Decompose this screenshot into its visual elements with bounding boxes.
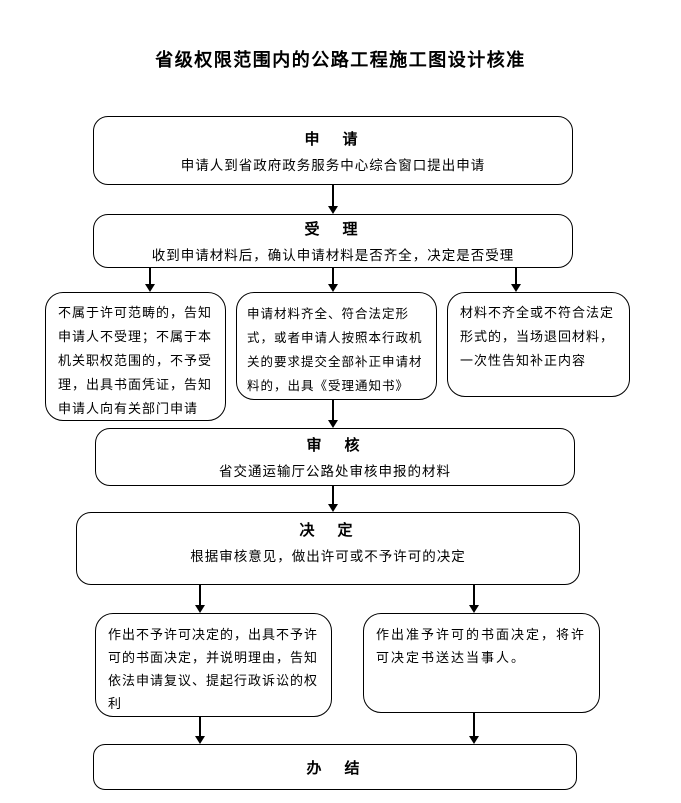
node-finish: 办 结 [93, 744, 577, 790]
node-deny-result-body: 作出不予许可决定的，出具不予许可的书面决定，并说明理由，告知依法申请复议、提起行… [108, 628, 319, 712]
connector-line [199, 585, 201, 605]
connector-accept-return [510, 267, 522, 292]
arrow-down-icon [328, 504, 338, 512]
node-decide: 决 定 根据审核意见，做出许可或不予许可的决定 [76, 512, 580, 585]
connector-line [332, 185, 334, 206]
connector-line [332, 267, 334, 284]
connector-accept-notice [327, 267, 339, 292]
connector-line [149, 267, 151, 284]
connector-line [473, 713, 475, 736]
arrow-down-icon [511, 284, 521, 292]
connector-line [332, 486, 334, 504]
node-apply-heading: 申 请 [304, 129, 362, 148]
node-review-heading: 审 核 [306, 436, 364, 454]
connector-line [332, 400, 334, 420]
arrow-down-icon [469, 605, 479, 613]
node-grant-result-body: 作出准予许可的书面决定，将许可决定书送达当事人。 [376, 628, 587, 666]
node-return-materials: 材料不齐全或不符合法定形式的，当场退回材料，一次性告知补正内容 [447, 292, 630, 397]
connector-deny-finish [194, 717, 206, 744]
node-accept: 受 理 收到申请材料后，确认申请材料是否齐全，决定是否受理 [93, 214, 573, 268]
connector-line [199, 717, 201, 736]
connector-accept-reject [144, 267, 156, 292]
node-decide-body: 根据审核意见，做出许可或不予许可的决定 [190, 548, 466, 565]
connector-apply-accept [327, 185, 339, 214]
node-apply-body: 申请人到省政府政务服务中心综合窗口提出申请 [180, 157, 486, 174]
node-accept-notice: 申请材料齐全、符合法定形式，或者申请人按照本行政机关的要求提交全部补正申请材料的… [236, 292, 437, 400]
node-accept-notice-body: 申请材料齐全、符合法定形式，或者申请人按照本行政机关的要求提交全部补正申请材料的… [247, 306, 423, 393]
arrow-down-icon [469, 736, 479, 744]
connector-decide-grant [468, 585, 480, 613]
node-apply: 申 请 申请人到省政府政务服务中心综合窗口提出申请 [93, 116, 573, 185]
arrow-down-icon [145, 284, 155, 292]
arrow-down-icon [195, 736, 205, 744]
node-review: 审 核 省交通运输厅公路处审核申报的材料 [95, 428, 575, 486]
node-finish-heading: 办 结 [306, 758, 364, 777]
node-accept-body: 收到申请材料后，确认申请材料是否齐全，决定是否受理 [151, 248, 515, 264]
arrow-down-icon [195, 605, 205, 613]
arrow-down-icon [328, 420, 338, 428]
connector-decide-deny [194, 585, 206, 613]
connector-grant-finish [468, 713, 480, 744]
node-reject-notice: 不属于许可范畴的，告知申请人不受理；不属于本机关职权范围的，不予受理，出具书面凭… [45, 292, 226, 421]
node-deny-result: 作出不予许可决定的，出具不予许可的书面决定，并说明理由，告知依法申请复议、提起行… [95, 613, 332, 717]
connector-notice-review [327, 400, 339, 428]
node-accept-heading: 受 理 [304, 220, 362, 238]
page-title: 省级权限范围内的公路工程施工图设计核准 [155, 50, 526, 71]
node-reject-notice-body: 不属于许可范畴的，告知申请人不受理；不属于本机关职权范围的，不予受理，出具书面凭… [58, 306, 213, 417]
connector-line [515, 267, 517, 284]
node-grant-result: 作出准予许可的书面决定，将许可决定书送达当事人。 [363, 613, 600, 713]
node-return-materials-body: 材料不齐全或不符合法定形式的，当场退回材料，一次性告知补正内容 [460, 306, 615, 369]
node-decide-heading: 决 定 [299, 520, 357, 539]
connector-review-decide [327, 486, 339, 512]
arrow-down-icon [328, 206, 338, 214]
arrow-down-icon [328, 284, 338, 292]
connector-line [473, 585, 475, 605]
node-review-body: 省交通运输厅公路处审核申报的材料 [219, 464, 451, 480]
